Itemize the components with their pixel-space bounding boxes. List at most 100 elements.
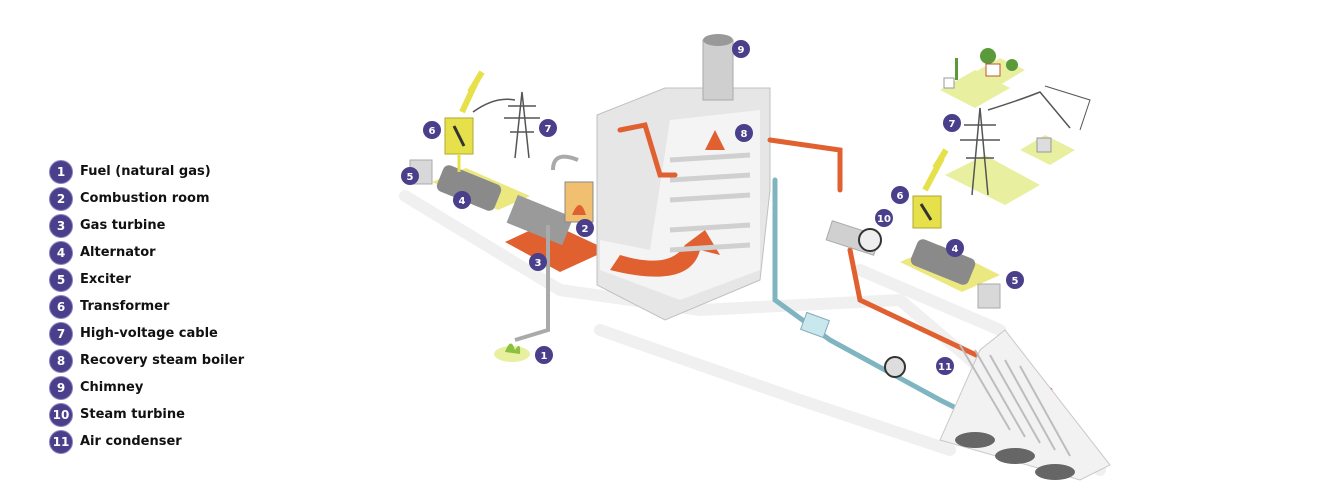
svg-text:4: 4 <box>952 244 959 255</box>
cypress-icon <box>955 58 958 80</box>
distribution-line <box>1044 85 1091 131</box>
legend-label-high-voltage-cable: High-voltage cable <box>80 326 218 341</box>
right-pylon <box>960 91 1071 196</box>
right-exciter-box <box>977 283 1001 309</box>
marker-exciter-right: 5 <box>1006 271 1024 289</box>
marker-combustion-room: 2 <box>576 219 594 237</box>
legend-item-alternator: 4 Alternator <box>50 239 244 266</box>
legend-number-6: 6 <box>50 295 72 318</box>
marker-chimney: 9 <box>732 40 750 58</box>
condenser-fan-icon <box>955 432 995 448</box>
svg-text:10: 10 <box>877 214 891 225</box>
legend-number-1: 1 <box>50 160 72 183</box>
svg-text:8: 8 <box>741 129 748 140</box>
legend-item-air-condenser: 11 Air condenser <box>50 428 244 455</box>
condenser-fan-icon <box>1035 464 1075 480</box>
condensate-exchanger <box>800 311 830 339</box>
marker-alternator-right: 4 <box>946 239 964 257</box>
legend-label-air-condenser: Air condenser <box>80 434 182 449</box>
pump-icon <box>884 356 906 378</box>
legend-label-transformer: Transformer <box>80 299 170 314</box>
legend-number-9: 9 <box>50 376 72 399</box>
marker-steam-turbine: 10 <box>875 209 893 227</box>
fuel-source <box>494 343 530 362</box>
legend-label-chimney: Chimney <box>80 380 144 395</box>
right-transformer-symbol <box>919 203 933 221</box>
right-grass-patch <box>945 155 1040 205</box>
legend-label-combustion-room: Combustion room <box>80 191 210 206</box>
marker-alternator-left: 4 <box>453 191 471 209</box>
air-condenser <box>939 329 1111 481</box>
gas-flame-icon <box>505 343 521 354</box>
legend-number-3: 3 <box>50 214 72 237</box>
svg-text:7: 7 <box>545 124 552 135</box>
right-alternator-body <box>910 239 976 285</box>
svg-text:6: 6 <box>897 191 904 202</box>
gas-turbine-base <box>505 222 608 272</box>
marker-transformer-right: 6 <box>891 186 909 204</box>
legend-label-steam-turbine: Steam turbine <box>80 407 185 422</box>
marker-air-condenser: 11 <box>936 357 954 375</box>
legend-item-steam-turbine: 10 Steam turbine <box>50 401 244 428</box>
marker-boiler: 8 <box>735 124 753 142</box>
gas-inlet-pipe <box>551 154 579 171</box>
chimney <box>702 34 734 101</box>
legend-item-transformer: 6 Transformer <box>50 293 244 320</box>
hot-gas-arrow <box>610 230 720 277</box>
legend-number-5: 5 <box>50 268 72 291</box>
left-pylon <box>472 91 540 159</box>
legend-number-10: 10 <box>50 403 72 426</box>
legend: 1 Fuel (natural gas) 2 Combustion room 3 Ga… <box>50 158 244 455</box>
marker-cable-left: 7 <box>539 119 557 137</box>
flame-icon <box>572 205 586 215</box>
legend-label-gas-turbine: Gas turbine <box>80 218 166 233</box>
legend-item-gas-turbine: 3 Gas turbine <box>50 212 244 239</box>
left-lightning-icon <box>459 70 485 114</box>
heat-exchanger-coils <box>669 152 751 253</box>
svg-text:9: 9 <box>738 45 745 56</box>
svg-text:7: 7 <box>949 119 956 130</box>
legend-number-8: 8 <box>50 349 72 372</box>
marker-exciter-left: 5 <box>401 167 419 185</box>
svg-text:2: 2 <box>582 224 589 235</box>
substation-icon <box>1036 137 1052 153</box>
gas-turbine-body <box>506 194 574 246</box>
legend-item-chimney: 9 Chimney <box>50 374 244 401</box>
fuel-ground <box>494 346 530 362</box>
svg-text:6: 6 <box>429 126 436 137</box>
svg-text:11: 11 <box>938 362 952 373</box>
legend-item-combustion-room: 2 Combustion room <box>50 185 244 212</box>
left-alternator-group <box>409 70 530 211</box>
legend-number-11: 11 <box>50 430 72 453</box>
tree-icon <box>1006 59 1018 71</box>
gas-supply-pipe <box>514 225 550 342</box>
steam-turbine-fan-icon <box>858 228 882 252</box>
left-alternator-body <box>436 165 502 211</box>
steam-turbine-group <box>825 148 1001 309</box>
marker-transformer-left: 6 <box>423 121 441 139</box>
upward-heat-arrow <box>705 130 725 150</box>
house-icon <box>943 77 955 89</box>
svg-text:3: 3 <box>535 258 542 269</box>
legend-label-recovery-steam-boiler: Recovery steam boiler <box>80 353 245 368</box>
marker-cable-right: 7 <box>943 114 961 132</box>
svg-text:4: 4 <box>459 196 466 207</box>
legend-label-alternator: Alternator <box>80 245 156 260</box>
left-transformer-symbol <box>452 125 466 147</box>
svg-text:5: 5 <box>1012 276 1019 287</box>
legend-item-exciter: 5 Exciter <box>50 266 244 293</box>
svg-text:5: 5 <box>407 172 414 183</box>
condenser-fan-icon <box>995 448 1035 464</box>
right-pylon-area <box>940 48 1091 205</box>
chimney-stack <box>702 39 734 101</box>
marker-fuel: 1 <box>535 346 553 364</box>
right-lightning-icon <box>922 148 949 192</box>
legend-label-fuel: Fuel (natural gas) <box>80 164 211 179</box>
legend-number-4: 4 <box>50 241 72 264</box>
legend-number-2: 2 <box>50 187 72 210</box>
legend-label-exciter: Exciter <box>80 272 131 287</box>
house-icon <box>985 63 1001 77</box>
legend-item-recovery-steam-boiler: 8 Recovery steam boiler <box>50 347 244 374</box>
svg-text:1: 1 <box>541 351 548 362</box>
